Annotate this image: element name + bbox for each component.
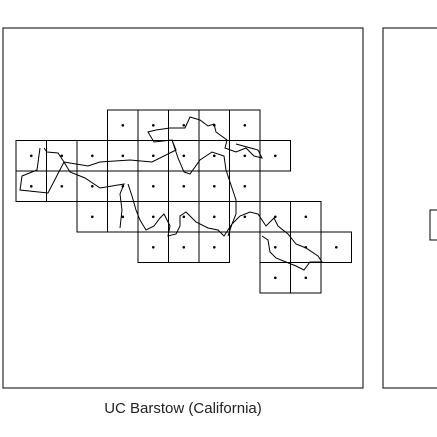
grid-cell-marker — [121, 215, 125, 219]
grid-cell-marker — [152, 246, 155, 249]
adjacent-panel-cell — [429, 209, 437, 241]
grid-cell-marker — [243, 124, 247, 127]
grid-cell-marker — [91, 185, 94, 188]
grid-cell-marker — [60, 154, 64, 158]
grid-cell-marker — [243, 185, 247, 188]
grid-cell-marker — [152, 185, 155, 188]
grid-cell-marker — [152, 215, 155, 219]
grid-cell-marker — [121, 154, 125, 158]
grid-cell-marker — [243, 215, 247, 219]
grid-cell-marker — [91, 154, 94, 158]
grid-cell-marker — [335, 246, 338, 249]
boundary-path — [19, 116, 323, 271]
grid-cell-marker — [60, 185, 64, 188]
grid-cell — [259, 140, 291, 172]
grid-cell-marker — [121, 124, 125, 127]
grid-cell-marker — [213, 246, 216, 249]
grid-cell-marker — [182, 154, 186, 158]
grid-cell-marker — [304, 215, 308, 219]
grid-cell-marker — [182, 246, 186, 249]
grid-cell-marker — [182, 185, 186, 188]
grid-cell-marker — [152, 124, 155, 127]
grid-cell-marker — [213, 154, 216, 158]
grid-cell — [320, 231, 352, 263]
grid-cell — [198, 231, 230, 263]
grid-cell-marker — [152, 154, 155, 158]
grid-cell-marker — [304, 276, 308, 280]
adjacent-panel-frame — [382, 27, 437, 389]
grid-cell-marker — [243, 154, 247, 158]
quadrangle-grid — [15, 109, 352, 294]
main-panel-frame — [2, 27, 364, 389]
grid-cell-marker — [30, 154, 33, 158]
grid-cell-marker — [274, 154, 277, 158]
grid-cell-marker — [274, 276, 277, 280]
grid-cell-marker — [182, 215, 186, 219]
grid-cell-marker — [213, 215, 216, 219]
grid-cell-marker — [213, 185, 216, 188]
grid-cell-marker — [274, 246, 277, 249]
grid-cell-marker — [30, 185, 33, 188]
figure-caption: UC Barstow (California) — [104, 400, 262, 417]
grid-cell-marker — [274, 215, 277, 219]
grid-cell-marker — [91, 215, 94, 219]
grid-cell-marker — [182, 124, 186, 127]
grid-cell — [290, 262, 322, 294]
